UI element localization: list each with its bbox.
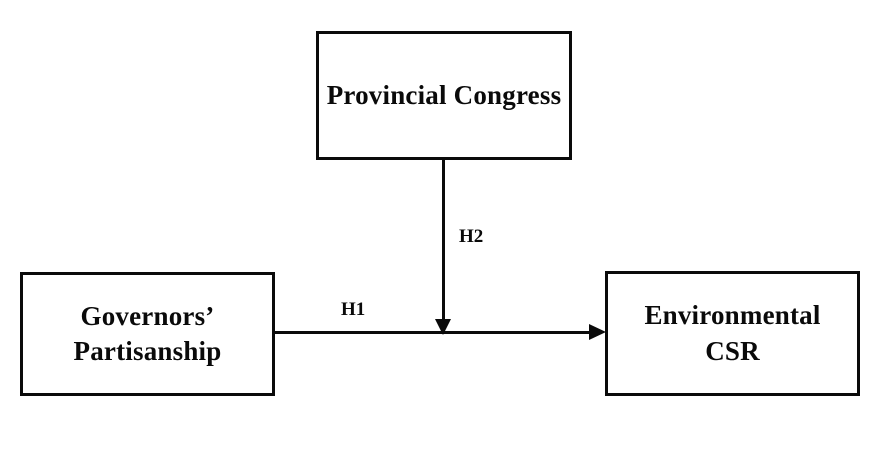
node-provincial-congress: Provincial Congress	[316, 31, 572, 160]
edge-h1-arrowhead-icon	[589, 324, 606, 340]
edge-h2-arrowhead-icon	[435, 319, 451, 335]
edge-h2-line	[442, 160, 445, 323]
node-environmental-csr-label: Environmental CSR	[644, 300, 821, 366]
node-governors-partisanship-label: Governors’ Partisanship	[73, 300, 222, 366]
edge-label-h2: H2	[459, 226, 484, 247]
node-environmental-csr: Environmental CSR	[605, 271, 860, 396]
node-provincial-congress-label: Provincial Congress	[326, 79, 562, 110]
node-governors-partisanship: Governors’ Partisanship	[20, 272, 275, 396]
edge-label-h1: H1	[341, 299, 366, 320]
